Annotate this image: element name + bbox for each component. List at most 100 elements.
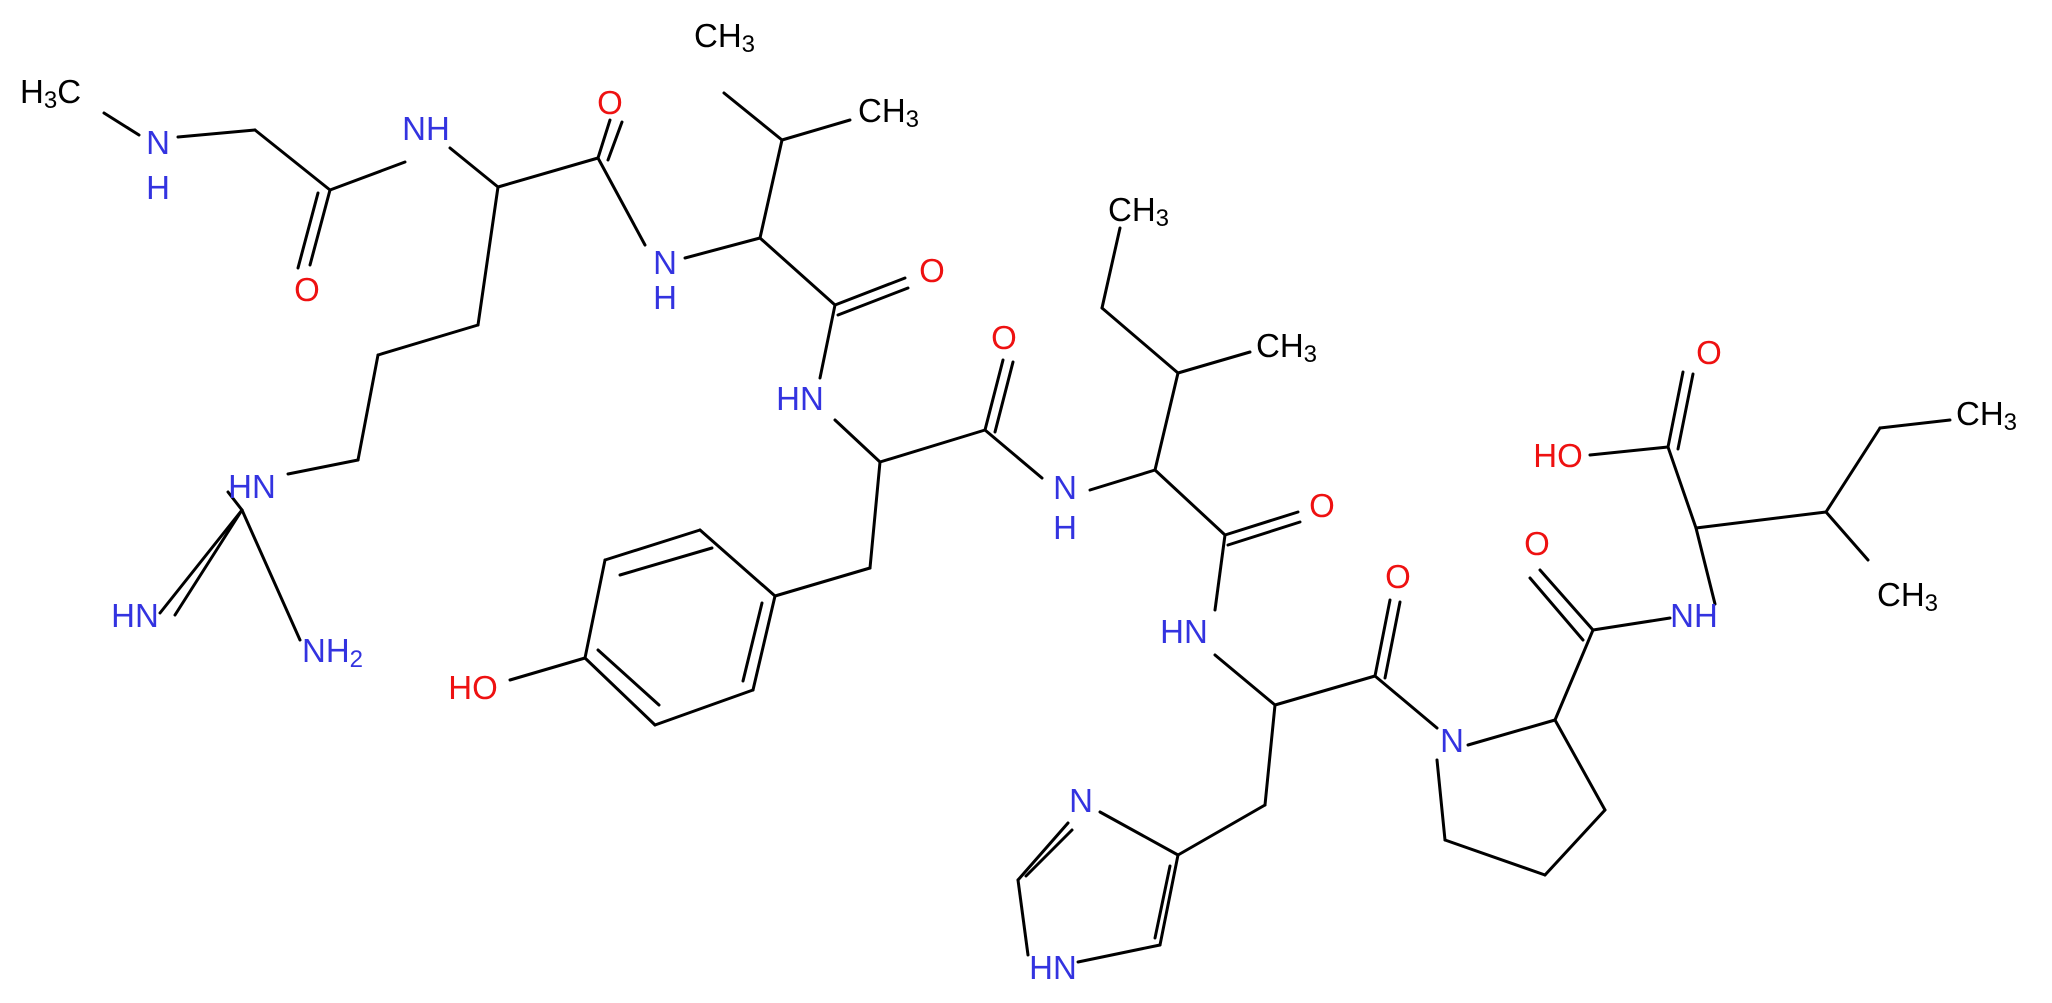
bond-line [983,428,1044,480]
bond-line [833,276,907,307]
bond-line [741,601,764,683]
atom-label-part: N [1053,469,1077,506]
atom-label-part: NH [1670,597,1718,634]
bond-line [1553,718,1607,812]
atom-label-part: O [1696,334,1722,371]
bond-line [253,128,332,192]
atom-label-part: O [991,319,1017,356]
bond-line [836,286,910,317]
bond-line [878,428,987,464]
bond-line [596,156,647,247]
atom-label-n-proline: N [1440,722,1464,759]
bond-line [448,146,500,189]
bond-line [356,353,380,462]
bond-line [286,458,360,476]
bond-line [1666,370,1685,449]
atom-label-part: O [1385,558,1411,595]
atom-label-part: HN [228,468,276,505]
bond-line [1824,426,1882,514]
bond-line [583,558,607,660]
bond-line [1373,674,1439,730]
atom-label-ch3-ile2-methyl: CH3 [1877,576,1938,618]
bond-line [1016,878,1030,957]
bond-line [308,188,332,267]
bond-line [226,490,244,512]
bond-line [376,323,480,357]
atom-label-part: 3 [2004,409,2017,436]
atom-label-part: HN [1029,949,1077,986]
atom-label-hn-amide-5: HN [1160,613,1208,650]
bond-line [1383,600,1402,680]
atom-label-h3c-sarcosine: H3C [20,73,81,115]
bond-line [603,528,702,562]
bond-line [833,418,882,464]
bond-line [773,566,872,598]
bond-line [683,236,762,260]
bond-line [1694,526,1717,606]
bond-line [1100,226,1122,310]
bond-line [176,128,257,139]
atom-label-n-imidazole: N [1069,782,1093,819]
atom-label-part: 2 [350,646,363,673]
atom-label-part: H [1053,509,1077,546]
bond-line [1158,853,1180,947]
atom-label-hn-imidazole: HN [1029,949,1077,986]
bond-line [1100,306,1180,375]
bond-line [618,546,714,577]
bond-line [1213,533,1227,612]
bond-line [1098,810,1180,857]
bond-line [508,656,587,682]
atom-label-part: CH [1108,191,1156,228]
atom-label-ho-phenol: HO [448,669,498,706]
atom-label-part: CH [858,92,906,129]
bond-line [1176,803,1267,857]
atom-label-part: HN [776,380,824,417]
atom-label-part: 3 [44,87,57,114]
atom-label-ho-acid: HO [1533,437,1583,474]
bond-line [1263,703,1277,807]
bond-line [1076,943,1162,964]
bond-line [868,460,882,570]
bond-line [758,138,784,240]
bond-line [296,191,320,270]
bond-line [240,508,302,642]
atom-label-part: O [919,252,945,289]
atom-label-nh-sarcosine: N [146,124,170,161]
bond-line [476,185,500,327]
bond-line [1016,821,1070,882]
bond-line [1373,598,1392,678]
bond-line [751,594,777,692]
bond-line [722,91,784,142]
atom-label-o-carbonyl-6: O [1385,558,1411,595]
bond-line [1226,520,1302,547]
bond-line [1273,674,1377,707]
bond-line [1878,418,1952,430]
atom-label-part: 3 [1925,590,1938,617]
bond-line [1553,628,1595,722]
atom-label-o-carbonyl-4: O [991,319,1017,356]
atom-label-ch3-ile1-top: CH3 [1108,191,1169,233]
atom-labels: H3CNHONHONHCH3CH3OHNHNNH2HNOHONHCH3CH3OH… [20,17,2017,986]
bond-line [1591,616,1672,632]
bond-line [596,648,661,707]
atom-label-part: O [597,84,623,121]
bond-line [993,360,1015,434]
bond-line [698,528,777,598]
bond-line [1024,828,1074,878]
atom-label-part: NH [302,632,350,669]
bond-line [1666,445,1698,530]
bond-line [1153,864,1172,940]
atom-label-hn-guanidine: HN [228,468,276,505]
bond-line [1153,371,1180,472]
atom-label-o-carbonyl-2: O [597,84,623,121]
atom-label-part: N [1069,782,1093,819]
atom-label-nh-amide-2: N [653,244,677,281]
atom-label-part: 3 [1304,341,1317,368]
atom-label-part: O [294,271,320,308]
atom-label-ch3-ile2-top: CH3 [1956,395,2017,437]
bond-line [158,508,244,615]
atom-label-nh-amide-4: N [1053,469,1077,506]
bond-line [328,160,407,192]
bond-line [606,120,624,162]
